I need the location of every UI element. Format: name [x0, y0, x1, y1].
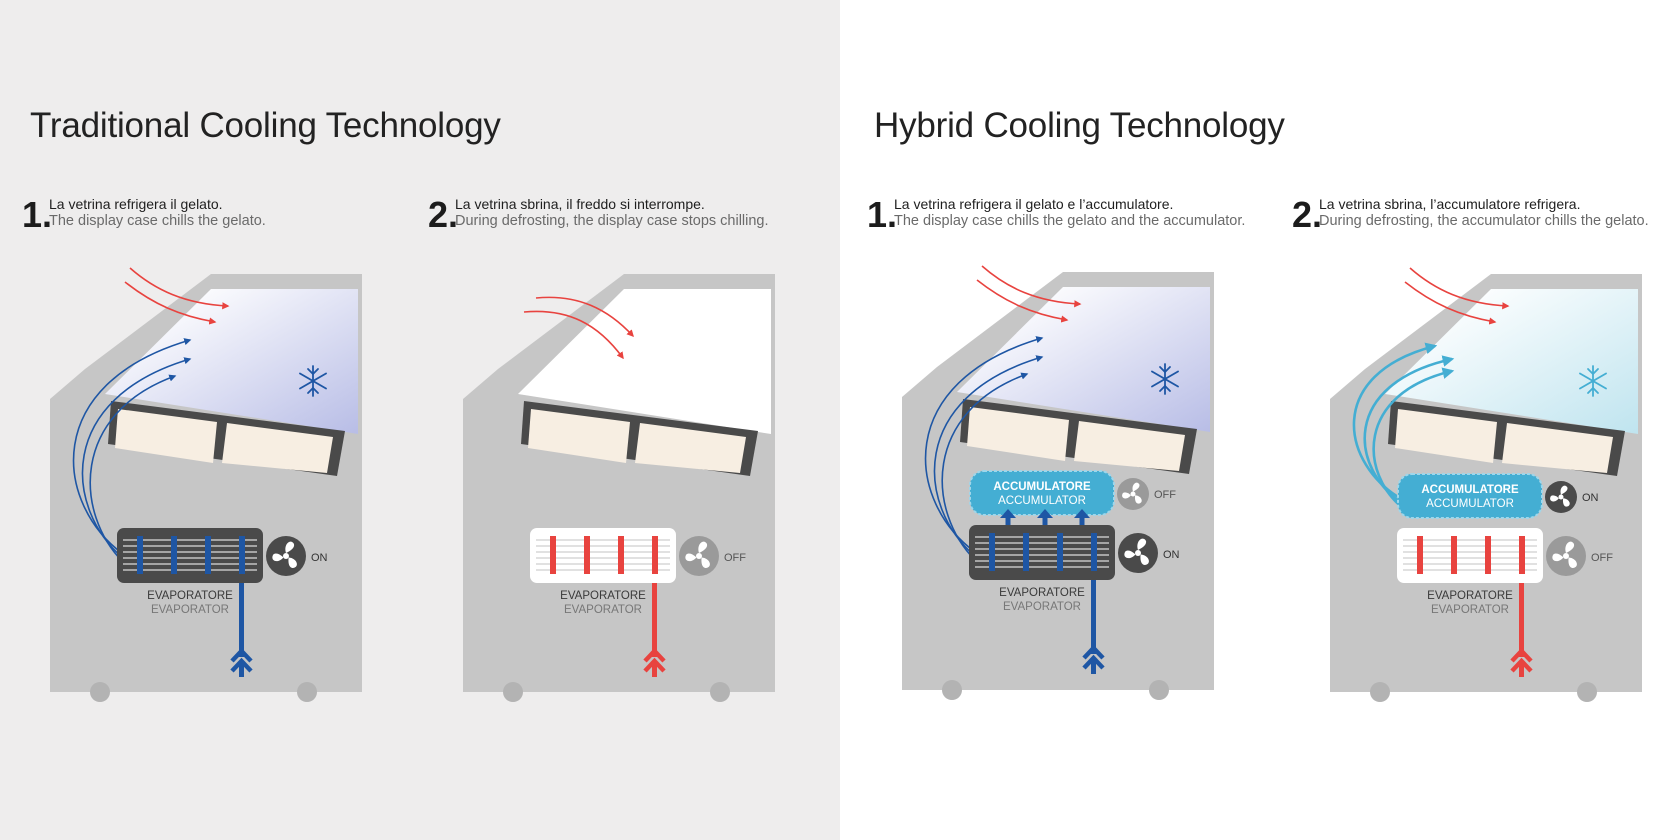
evaporator — [117, 528, 263, 583]
accumulator-label-en: ACCUMULATOR — [1426, 498, 1514, 510]
fan-icon — [266, 536, 306, 576]
step-caption: 1. La vetrina refrigera il gelato. The d… — [22, 195, 402, 235]
fan-icon — [1118, 533, 1158, 573]
gelato-tray — [521, 401, 758, 476]
charging-arrows — [1000, 509, 1090, 526]
evaporator-label-en: EVAPORATOR — [1003, 601, 1081, 613]
glass-cold-zone — [957, 287, 1210, 432]
warm-airflow — [523, 296, 634, 360]
fan-status: OFF — [1591, 552, 1613, 564]
arrow-up-icon — [643, 583, 666, 677]
arrow-up-icon — [230, 583, 253, 677]
accumulator-label-en: ACCUMULATOR — [998, 495, 1086, 507]
caption-it: La vetrina sbrina, l’accumulatore refrig… — [1319, 196, 1581, 212]
fan-status: ON — [311, 552, 328, 564]
caption-it: La vetrina refrigera il gelato e l’accum… — [894, 196, 1174, 212]
accumulator-label-it: ACCUMULATORE — [1421, 484, 1519, 496]
evaporator — [1397, 528, 1543, 583]
arrow-up-icon — [1082, 580, 1105, 674]
warm-airflow — [976, 265, 1082, 323]
caption-en: The display case chills the gelato and t… — [894, 213, 1246, 229]
arrow-up-icon — [1510, 583, 1533, 677]
accumulator: ACCUMULATORE ACCUMULATOR — [1397, 473, 1543, 519]
fan-icon — [679, 536, 719, 576]
gelato-tray — [108, 401, 345, 476]
evaporator-label-it: EVAPORATORE — [147, 590, 233, 602]
evaporator — [530, 528, 676, 583]
accumulator-label-it: ACCUMULATORE — [993, 481, 1091, 493]
fan-status: ON — [1163, 549, 1180, 561]
evaporator-label-en: EVAPORATOR — [151, 604, 229, 616]
cold-airflow — [1352, 342, 1455, 510]
warm-airflow — [124, 267, 230, 325]
traditional-section: Traditional Cooling Technology 1. La vet… — [0, 0, 840, 840]
step-caption: 2. La vetrina sbrina, l’accumulatore ref… — [1292, 195, 1677, 235]
diagram-traditional-chilling: ON EVAPORATORE EVAPORATOR — [50, 267, 362, 702]
glass-warm-zone — [518, 289, 771, 434]
accumulator: ACCUMULATORE ACCUMULATOR — [969, 470, 1115, 516]
glass-cold-zone — [105, 289, 358, 434]
evaporator-label-it: EVAPORATORE — [560, 590, 646, 602]
section-title: Traditional Cooling Technology — [30, 106, 501, 145]
caption-it: La vetrina sbrina, il freddo si interrom… — [455, 196, 705, 212]
glass-cold-zone — [1385, 289, 1638, 434]
fan-icon — [1545, 481, 1577, 513]
caption-it: La vetrina refrigera il gelato. — [49, 196, 223, 212]
fan-icon — [1546, 536, 1586, 576]
gelato-tray — [1388, 401, 1625, 476]
step-number: 2. — [428, 194, 459, 235]
evaporator-label-en: EVAPORATOR — [564, 604, 642, 616]
evaporator — [969, 525, 1115, 580]
fan-icon — [1117, 478, 1149, 510]
gelato-tray — [960, 399, 1197, 474]
step-caption: 2. La vetrina sbrina, il freddo si inter… — [428, 195, 828, 235]
snowflake-icon — [299, 365, 327, 397]
evaporator-label-it: EVAPORATORE — [1427, 590, 1513, 602]
caption-en: During defrosting, the accumulator chill… — [1319, 213, 1649, 229]
hybrid-section: Hybrid Cooling Technology 1. La vetrina … — [840, 0, 1680, 840]
caption-en: The display case chills the gelato. — [49, 213, 266, 229]
diagram-hybrid-chilling: ACCUMULATORE ACCUMULATOR OFF — [902, 265, 1214, 700]
accumulator-fan-status: OFF — [1154, 489, 1176, 501]
step-number: 1. — [867, 194, 898, 235]
step-number: 1. — [22, 194, 53, 235]
section-title: Hybrid Cooling Technology — [874, 106, 1285, 145]
snowflake-icon — [1579, 365, 1607, 397]
step-number: 2. — [1292, 194, 1323, 235]
warm-airflow — [1404, 267, 1510, 325]
step-caption: 1. La vetrina refrigera il gelato e l’ac… — [867, 195, 1267, 235]
caption-en: During defrosting, the display case stop… — [455, 213, 769, 229]
accumulator-fan-status: ON — [1582, 492, 1599, 504]
cold-airflow — [924, 336, 1044, 561]
evaporator-label-it: EVAPORATORE — [999, 587, 1085, 599]
cold-airflow — [72, 338, 192, 563]
snowflake-icon — [1151, 363, 1179, 395]
diagram-traditional-defrosting: OFF EVAPORATORE EVAPORATOR — [463, 274, 775, 702]
evaporator-label-en: EVAPORATOR — [1431, 604, 1509, 616]
diagram-hybrid-defrosting: ACCUMULATORE ACCUMULATOR ON — [1330, 267, 1642, 702]
fan-status: OFF — [724, 552, 746, 564]
